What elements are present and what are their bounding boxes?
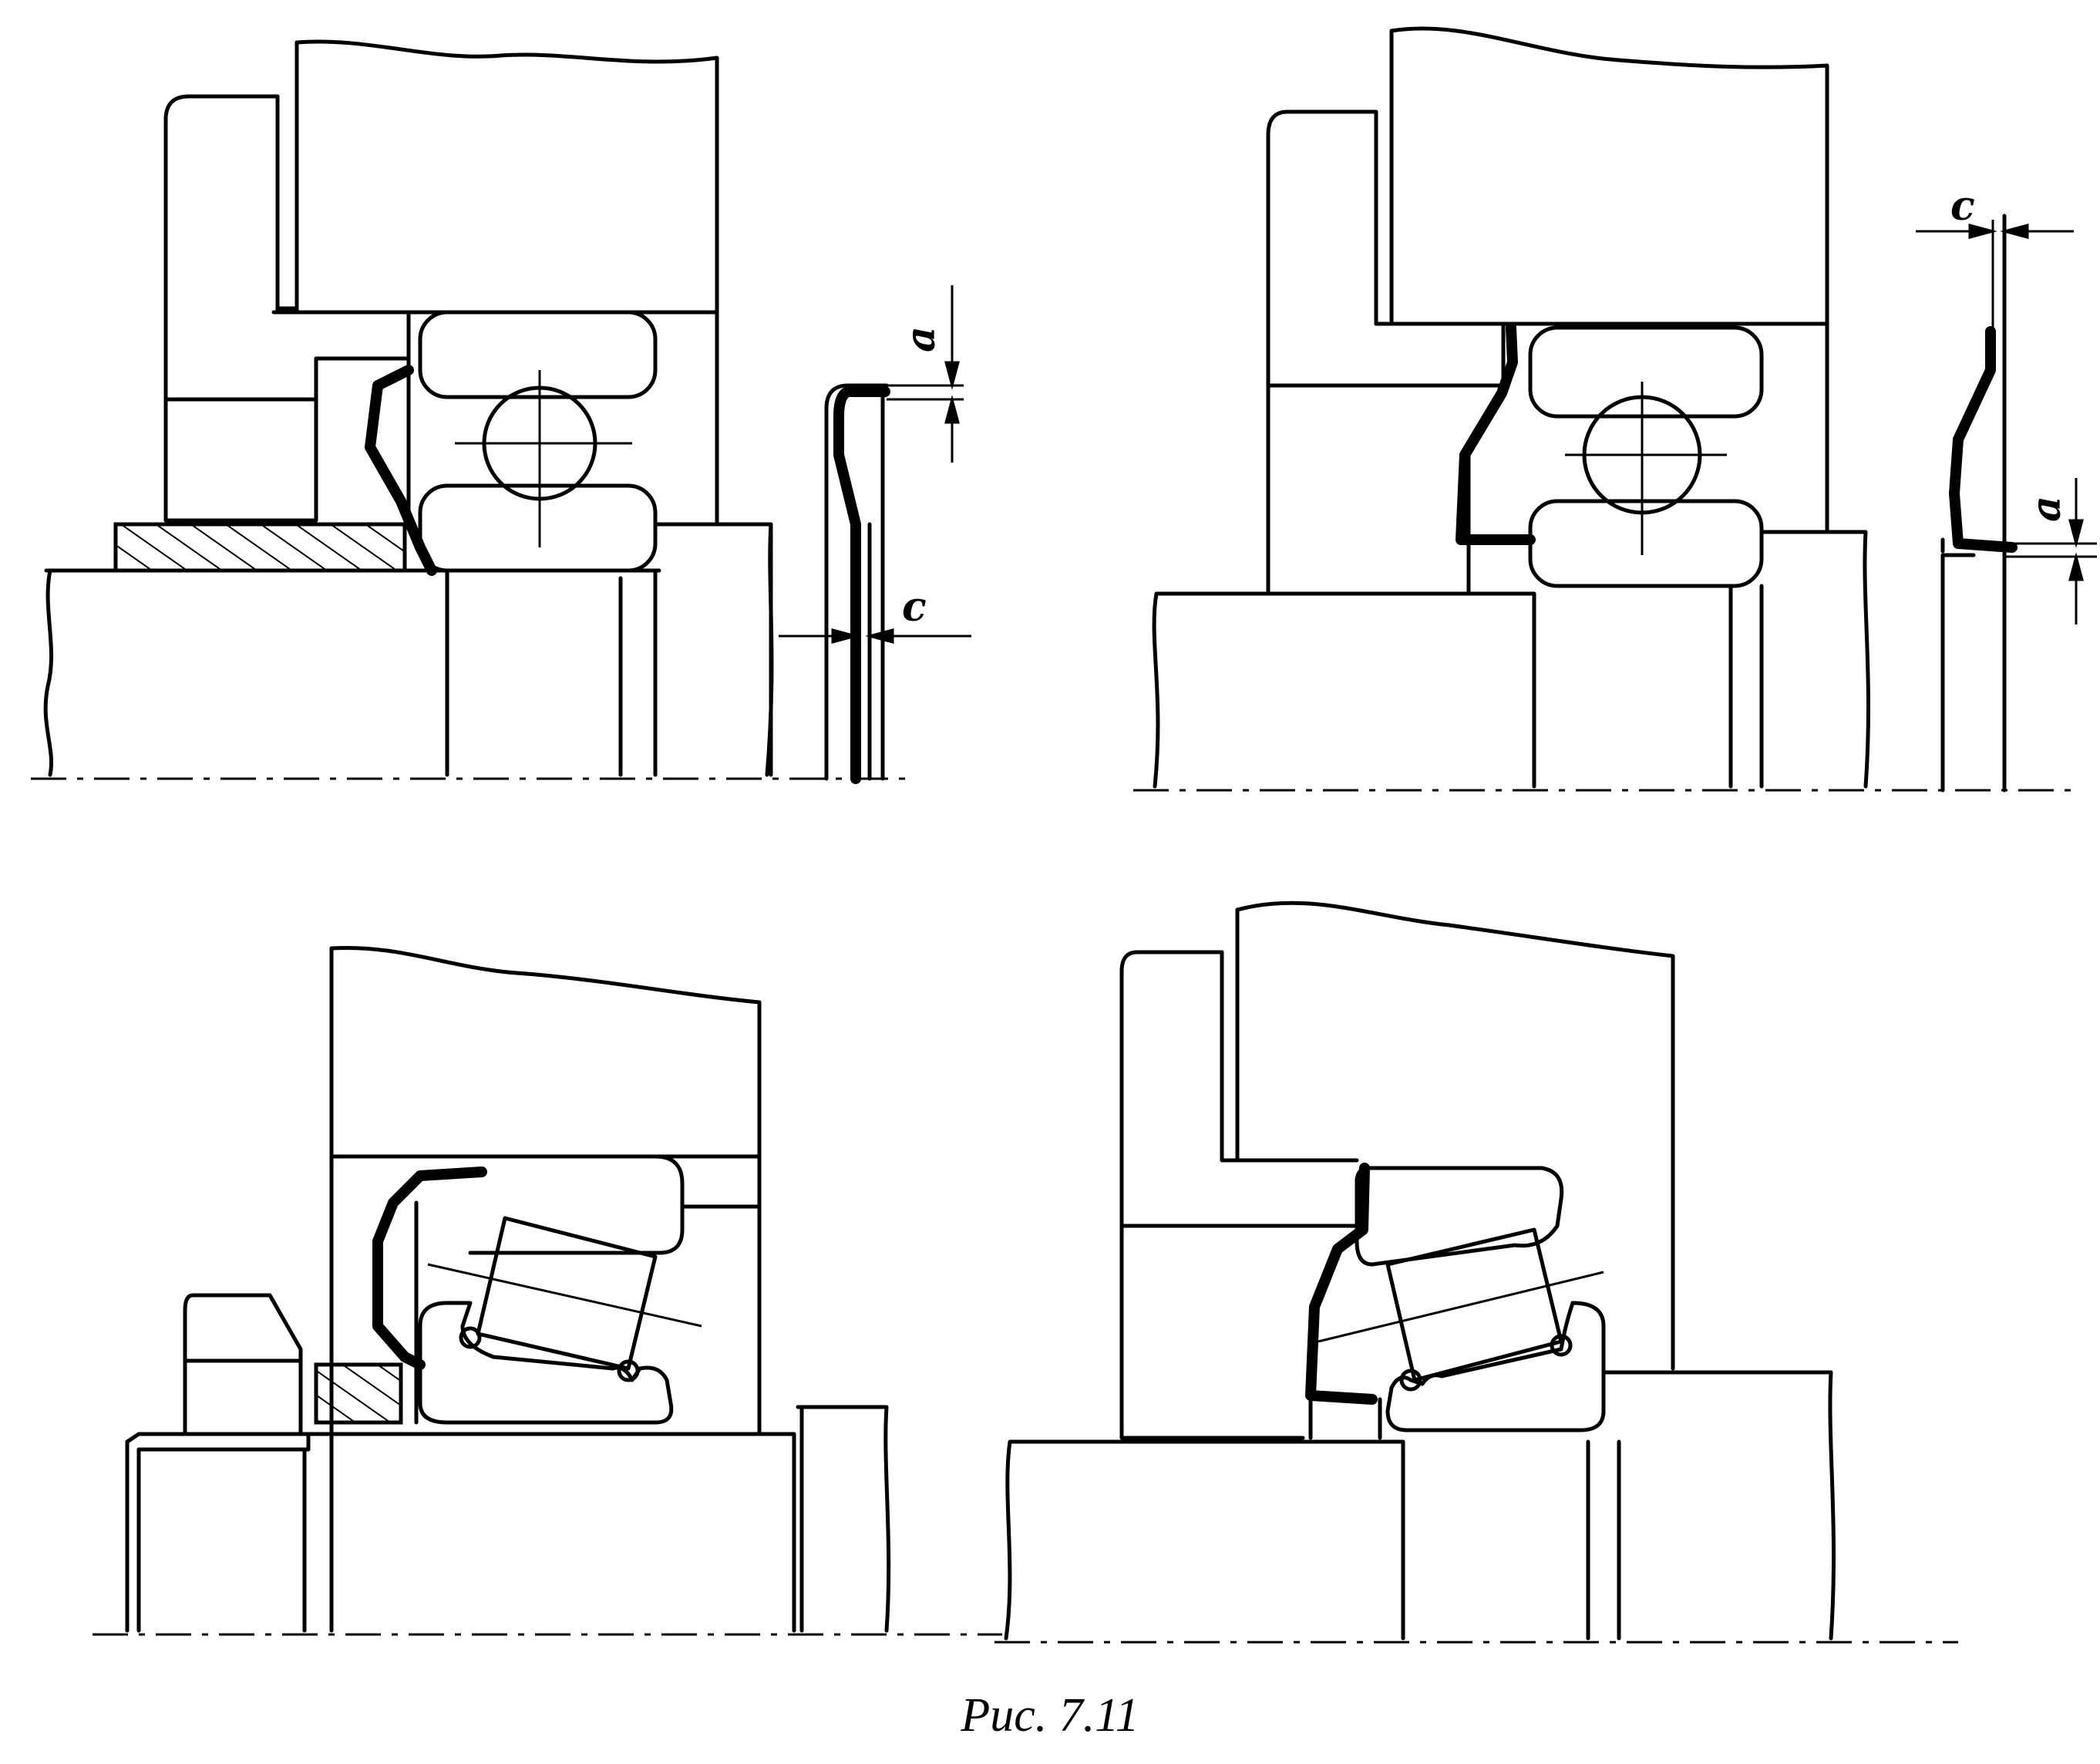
bearing-cup (1355, 1166, 1564, 1267)
shaft-top-left (43, 568, 449, 777)
housing-top-left (294, 39, 719, 315)
shaft-bottom-right (1004, 1439, 1405, 1641)
washer-detail-top-left (824, 383, 889, 781)
bearing-cone (418, 1301, 674, 1425)
seal-washer-bottom-left (372, 1166, 487, 1370)
panel-bottom-left (93, 945, 1002, 1636)
seal-washer-top-right (1456, 322, 1536, 545)
seal-washer-top-left (365, 365, 437, 576)
panel-bottom-right (994, 901, 1958, 1644)
shaft-top-right (1152, 591, 1536, 789)
bearing-outer-ring-top (1528, 325, 1764, 419)
bearing-inner-ring-top (418, 483, 658, 573)
panel-top-right: c a (1133, 26, 2097, 793)
shaft-bottom-left (302, 1432, 796, 1633)
hatched-spacer (113, 522, 407, 573)
housing-bottom-right (1235, 901, 1675, 1371)
dim-label-a: a (2023, 496, 2070, 522)
panel-top-left: a c (31, 39, 971, 784)
cover-top-left (163, 94, 411, 523)
lock-nut (183, 1293, 303, 1436)
seal-washer-bottom-right (1305, 1163, 1378, 1405)
dim-label-a: a (897, 326, 944, 352)
figure-caption: Рис. 7.11 (961, 1689, 1139, 1742)
housing-top-right (1389, 26, 1829, 326)
bearing-cup (468, 1154, 685, 1255)
bearing-cone (1385, 1301, 1606, 1432)
dim-label-c: c (902, 584, 927, 631)
dim-label-c: c (1950, 183, 1975, 230)
bearing-outer-ring-top (418, 310, 658, 399)
hatched-spacer (314, 1362, 403, 1425)
housing-bottom-left (329, 945, 762, 1436)
tapered-roller (476, 1216, 658, 1371)
